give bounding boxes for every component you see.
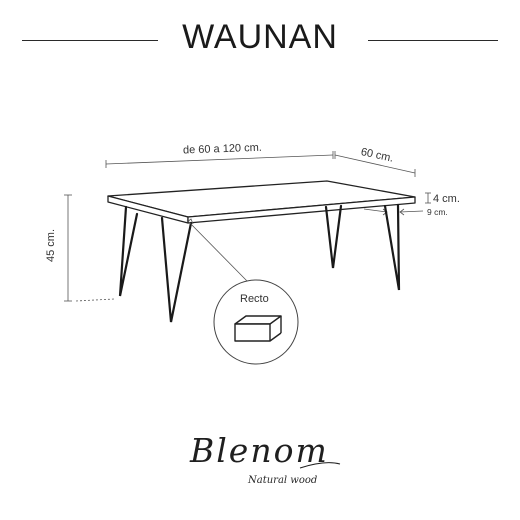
table-top [107, 180, 416, 224]
detail-leader [186, 218, 248, 282]
title-rule-left [22, 40, 158, 42]
title-row: WAUNAN [0, 18, 520, 58]
thickness-dimension [425, 192, 431, 204]
table-legs [118, 203, 401, 323]
product-title: WAUNAN [182, 18, 338, 56]
detail-label: Recto [240, 293, 269, 305]
edge-detail [213, 279, 299, 365]
brand-tagline: Natural wood [247, 475, 317, 486]
width-dimension [334, 151, 416, 177]
thickness-label: 4 cm. [433, 193, 460, 205]
leg-offset-label: 9 cm. [427, 207, 448, 217]
brand-name: Blenom [189, 431, 329, 470]
title-rule-right [368, 40, 498, 42]
leg-offset-dimension [363, 208, 424, 216]
brand-swash [299, 462, 341, 469]
height-dimension [64, 194, 115, 302]
height-label: 45 cm. [45, 229, 57, 262]
length-dimension [105, 151, 334, 168]
brand-logo: Blenom Natural wood [189, 431, 341, 486]
length-label: de 60 a 120 cm. [183, 142, 262, 157]
